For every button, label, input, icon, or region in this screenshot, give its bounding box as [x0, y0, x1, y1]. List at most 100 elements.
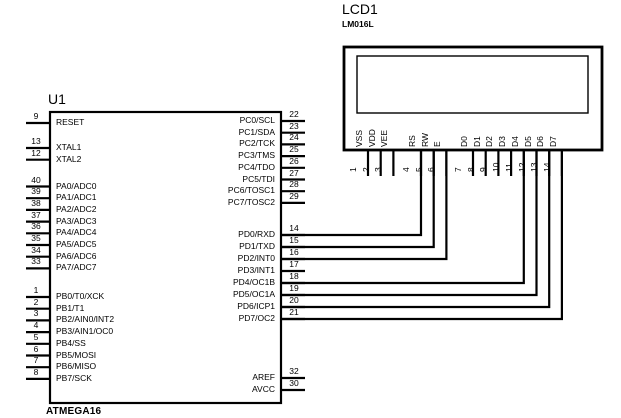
- pin-number-22: 22: [289, 109, 299, 119]
- pin-number-32: 32: [289, 366, 299, 376]
- pin-number-lcd-7: 7: [453, 167, 463, 172]
- pin-number-26: 26: [289, 155, 299, 166]
- pin-number-3: 3: [33, 308, 39, 319]
- pin-label-PA1/ADC1: PA1/ADC1: [56, 192, 97, 203]
- lcd-ref-label: LCD1: [342, 1, 378, 17]
- pin-number-8: 8: [33, 366, 39, 377]
- pin-number-23: 23: [289, 120, 299, 131]
- pin-label-lcd-E: E: [432, 141, 443, 147]
- pin-label-RESET: RESET: [56, 117, 85, 127]
- pin-number-lcd-1: 1: [348, 167, 358, 172]
- pin-label-PB5/MOSI: PB5/MOSI: [56, 349, 97, 360]
- pin-number-15: 15: [289, 235, 299, 245]
- pin-number-9: 9: [33, 111, 39, 121]
- pin-label-lcd-VEE: VEE: [379, 129, 390, 147]
- pin-label-lcd-VDD: VDD: [366, 129, 377, 147]
- pin-label-PD3/INT1: PD3/INT1: [237, 265, 275, 275]
- pin-label-PA6/ADC6: PA6/ADC6: [56, 250, 97, 261]
- pin-number-28: 28: [289, 179, 299, 190]
- pin-label-PD6/ICP1: PD6/ICP1: [237, 301, 275, 311]
- pin-label-PD2/INT0: PD2/INT0: [237, 253, 275, 263]
- pin-label-PA0/ADC0: PA0/ADC0: [56, 180, 97, 191]
- pin-number-lcd-10: 10: [491, 162, 502, 172]
- wire-pd5-d5[interactable]: [281, 150, 538, 297]
- pin-number-24: 24: [289, 132, 299, 143]
- pin-number-lcd-6: 6: [426, 167, 437, 172]
- pin-number-2: 2: [33, 296, 39, 307]
- pin-label-PB6/MISO: PB6/MISO: [56, 361, 97, 372]
- pin-number-lcd-4: 4: [401, 167, 411, 172]
- pin-number-20: 20: [289, 295, 299, 305]
- pin-label-PA7/ADC7: PA7/ADC7: [56, 262, 97, 273]
- pin-number-7: 7: [33, 355, 39, 366]
- pin-label-PC7/TOSC2: PC7/TOSC2: [227, 196, 275, 207]
- pin-number-12: 12: [31, 147, 41, 158]
- pin-label-PC4/TDO: PC4/TDO: [238, 161, 275, 172]
- pin-label-PA4/ADC4: PA4/ADC4: [56, 227, 97, 238]
- pin-number-14: 14: [289, 223, 299, 233]
- wire-pd6-d6[interactable]: [281, 150, 551, 309]
- pin-label-PB1/T1: PB1/T1: [56, 302, 85, 313]
- pin-label-lcd-RW: RW: [419, 132, 430, 147]
- pin-label-lcd-D7: D7: [547, 136, 558, 147]
- pin-number-lcd-3: 3: [373, 167, 384, 172]
- wire-pd4-d4[interactable]: [281, 150, 525, 285]
- chip-part-label: ATMEGA16: [46, 406, 102, 417]
- pin-label-PB7/SCK: PB7/SCK: [56, 372, 92, 383]
- wire-pd0-rs[interactable]: [281, 150, 423, 237]
- pin-label-PD4/OC1B: PD4/OC1B: [232, 277, 275, 287]
- pin-number-lcd-9: 9: [478, 167, 489, 172]
- pin-label-PB4/SS: PB4/SS: [56, 337, 86, 348]
- pin-label-XTAL2: XTAL2: [56, 153, 82, 164]
- pin-number-34: 34: [31, 244, 41, 255]
- wire-pd2-e[interactable]: [281, 150, 448, 261]
- pin-number-27: 27: [289, 167, 299, 178]
- pin-number-40: 40: [31, 174, 41, 185]
- pin-label-lcd-D0: D0: [459, 136, 469, 147]
- lcd-screen: [356, 55, 589, 114]
- pin-number-16: 16: [289, 247, 299, 257]
- chip-ref-label: U1: [48, 91, 66, 107]
- pin-number-39: 39: [31, 186, 41, 197]
- pin-number-33: 33: [31, 256, 41, 267]
- pin-label-PA2/ADC2: PA2/ADC2: [56, 203, 97, 214]
- lcd-part-label: LM016L: [342, 19, 374, 29]
- pin-label-PB2/AIN0/INT2: PB2/AIN0/INT2: [56, 314, 115, 325]
- pin-label-PD5/OC1A: PD5/OC1A: [232, 289, 275, 299]
- pin-label-AVCC: AVCC: [252, 384, 275, 394]
- pin-number-lcd-12: 12: [516, 162, 527, 172]
- wire-pd7-d7[interactable]: [281, 150, 563, 321]
- pin-label-lcd-RS: RS: [407, 135, 417, 147]
- pin-label-PA3/ADC3: PA3/ADC3: [56, 215, 97, 226]
- pin-label-PA5/ADC5: PA5/ADC5: [56, 239, 97, 249]
- pin-number-25: 25: [289, 144, 299, 155]
- chip-body[interactable]: [48, 110, 283, 405]
- pin-number-18: 18: [289, 271, 299, 281]
- pin-number-19: 19: [289, 283, 299, 293]
- pin-number-5: 5: [33, 331, 39, 342]
- pin-number-lcd-13: 13: [529, 162, 540, 172]
- pin-label-PC5/TDI: PC5/TDI: [242, 173, 275, 184]
- wire-pd1-rw[interactable]: [281, 150, 435, 249]
- pin-label-PB3/AIN1/OC0: PB3/AIN1/OC0: [56, 326, 114, 337]
- pin-number-13: 13: [31, 136, 41, 146]
- pin-label-PD0/RXD: PD0/RXD: [238, 229, 275, 239]
- pin-label-lcd-D2: D2: [484, 136, 495, 147]
- pin-label-PD7/OC2: PD7/OC2: [238, 313, 275, 323]
- pin-number-lcd-5: 5: [413, 167, 424, 172]
- pin-number-6: 6: [33, 343, 39, 354]
- pin-label-PC1/SDA: PC1/SDA: [238, 126, 275, 137]
- pin-label-lcd-D1: D1: [471, 136, 482, 147]
- pin-label-lcd-D6: D6: [535, 136, 546, 147]
- pin-label-PD1/TXD: PD1/TXD: [239, 241, 275, 251]
- pin-number-lcd-2: 2: [360, 167, 371, 172]
- pin-label-XTAL1: XTAL1: [56, 142, 82, 152]
- pin-number-1: 1: [33, 285, 39, 295]
- pin-label-PC0/SCL: PC0/SCL: [239, 115, 275, 125]
- pin-number-lcd-8: 8: [465, 167, 476, 172]
- pin-number-35: 35: [31, 233, 41, 243]
- pin-number-37: 37: [31, 209, 41, 220]
- pin-label-PC2/TCK: PC2/TCK: [239, 138, 275, 149]
- pin-number-38: 38: [31, 197, 41, 208]
